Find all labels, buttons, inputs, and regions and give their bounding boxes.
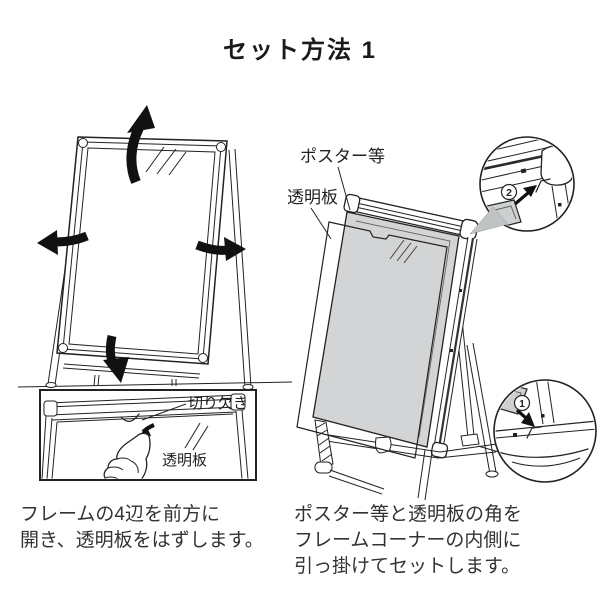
left-figure-illustration: 切り欠き 透明板: [17, 105, 293, 481]
clear-plate-leader-line: [310, 207, 332, 240]
arrow-right-icon: [195, 237, 246, 261]
poster-sheet: [312, 211, 460, 448]
reflection-marks: [145, 146, 187, 176]
callout-top-circle: 2: [469, 136, 575, 235]
hook-arrow-up-icon: [513, 185, 537, 206]
arrow-up-icon: [126, 105, 155, 184]
poster-label: ポスター等: [300, 147, 385, 166]
arrow-down-icon: [103, 335, 129, 383]
clear-plate-outline: [296, 221, 448, 459]
right-caption-line-3: 引っ掛けてセットします。: [294, 556, 521, 577]
left-caption-line-2: 開き、透明板をはずします。: [20, 530, 264, 551]
callout-number-1: 1: [513, 394, 531, 412]
ground-line: [17, 381, 293, 388]
hand-icon: [103, 432, 151, 479]
right-caption-line-1: ポスター等と透明板の角を: [294, 504, 523, 525]
left-caption: フレームの4辺を前方に 開き、透明板をはずします。: [20, 502, 264, 554]
clear-plate-label: 透明板: [162, 451, 207, 469]
bottom-rail: [62, 363, 201, 387]
notch-leader-line: [141, 403, 187, 421]
hook-arrow-down-icon: [515, 408, 535, 427]
callout-pointer-tail: [469, 206, 509, 235]
callout-number-2: 2: [500, 183, 518, 201]
stand-front-legs: [314, 419, 433, 501]
page-title: セット方法 1: [222, 37, 377, 64]
corner-cap-detail: [540, 145, 573, 186]
left-caption-line-1: フレームの4辺を前方に: [20, 504, 220, 525]
arrow-left-icon: [37, 230, 89, 255]
notch-label: 切り欠き: [188, 395, 248, 412]
right-caption-line-2: フレームコーナーの内側に: [294, 530, 522, 551]
inset-frame-bar: [41, 393, 249, 479]
callout-bottom-circle: 1: [493, 379, 597, 483]
right-caption: ポスター等と透明板の角を フレームコーナーの内側に 引っ掛けてセットします。: [294, 502, 522, 580]
inset-reflection-marks: [184, 422, 209, 451]
notch-cutout: [120, 413, 140, 422]
frame-outline: [56, 136, 228, 365]
svg-text:1: 1: [519, 398, 525, 410]
clear-plate-label: 透明板: [287, 188, 338, 207]
inset-detail-box: 切り欠き 透明板: [39, 389, 257, 481]
poster-leader-line: [337, 166, 351, 211]
right-figure-illustration: 2: [287, 136, 597, 501]
svg-text:2: 2: [506, 187, 512, 199]
plate-reflection-marks: [389, 239, 418, 264]
